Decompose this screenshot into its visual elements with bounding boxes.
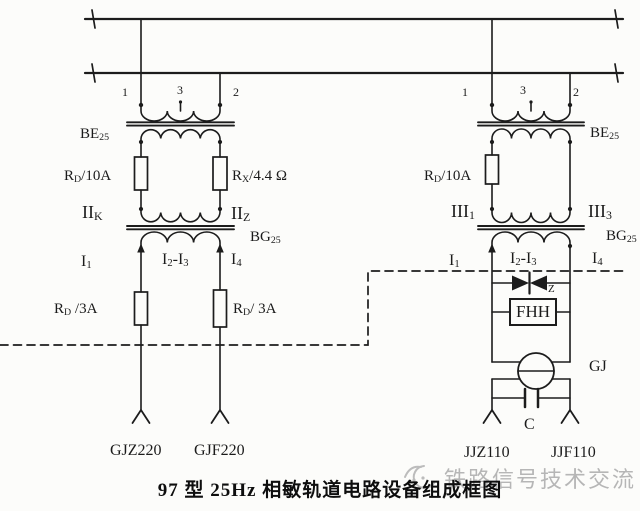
right-fuse-10a-label: RD/10A xyxy=(424,168,472,185)
right-fuse-10a-body xyxy=(484,154,500,185)
limiter-z-label: Z xyxy=(548,283,555,295)
fhh-filter-label: FHH xyxy=(515,302,550,321)
right-unit-drawing xyxy=(477,18,585,424)
watermark-logo-icon xyxy=(404,465,435,489)
limiter-z-icon xyxy=(491,271,571,295)
right-i2-i3-label: I2-I3 xyxy=(510,250,537,268)
right-terminal-2-label: 2 xyxy=(573,85,579,99)
right-be25-label: BE25 xyxy=(590,125,620,142)
left-be25-transformer xyxy=(126,100,235,145)
right-tap-iii1-label: III1 xyxy=(451,201,475,223)
left-fuse-3a-left-label: RD /3A xyxy=(54,301,98,318)
left-cable-gjz220-label: GJZ220 xyxy=(110,442,162,459)
left-tap-iiz-label: IIZ xyxy=(231,203,251,225)
left-i4-label: I4 xyxy=(231,251,242,269)
diagram-title: 97 型 25Hz 相敏轨道电路设备组成框图 xyxy=(157,480,503,501)
left-i2-i3-label: I2-I3 xyxy=(162,251,189,269)
left-cable-gjf220-label: GJF220 xyxy=(194,442,245,459)
right-terminal-3-label: 3 xyxy=(520,83,526,97)
boundary-dashed-line xyxy=(0,270,628,346)
gj-relay-icon xyxy=(491,352,571,390)
left-fuse-10a-body xyxy=(133,156,149,191)
capacitor-c-icon xyxy=(491,387,571,409)
left-terminal-2-label: 2 xyxy=(233,85,239,99)
right-terminal-1-label: 1 xyxy=(462,85,468,99)
left-i1-label: I1 xyxy=(81,253,92,271)
right-cable-jjz110-label: JJZ110 xyxy=(464,444,510,461)
left-resistor-label: RX/4.4 Ω xyxy=(232,168,287,185)
left-terminal-3-label: 3 xyxy=(177,83,183,97)
right-tap-iii3-label: III3 xyxy=(588,201,612,223)
left-bg25-label: BG25 xyxy=(250,229,281,246)
left-tap-iik-label: IIK xyxy=(82,202,103,224)
cable-fork-icon xyxy=(482,409,580,424)
left-unit-drawing xyxy=(126,18,235,424)
left-fuse-3a-right-body xyxy=(212,289,228,328)
left-fuse-3a-right-label: RD/ 3A xyxy=(233,301,277,318)
cable-fork-icon xyxy=(131,409,230,424)
right-bg25-label: BG25 xyxy=(606,228,637,245)
watermark-text: 铁路信号技术交流 xyxy=(444,467,637,492)
fhh-filter-box xyxy=(491,298,571,326)
right-be25-transformer xyxy=(477,100,585,145)
left-fuse-10a-label: RD/10A xyxy=(64,168,112,185)
right-i4-label: I4 xyxy=(592,250,603,268)
gj-relay-label: GJ xyxy=(589,358,607,375)
left-be25-label: BE25 xyxy=(80,126,110,143)
bus-lines xyxy=(83,9,625,83)
right-bg25-transformer xyxy=(477,208,585,253)
left-fuse-3a-left-body xyxy=(133,291,149,326)
left-bg25-transformer xyxy=(126,208,235,253)
right-cable-jjf110-label: JJF110 xyxy=(551,444,596,461)
right-i1-label: I1 xyxy=(449,252,460,270)
left-terminal-1-label: 1 xyxy=(122,85,128,99)
capacitor-c-label: C xyxy=(524,416,535,433)
left-resistor-body xyxy=(212,156,228,191)
